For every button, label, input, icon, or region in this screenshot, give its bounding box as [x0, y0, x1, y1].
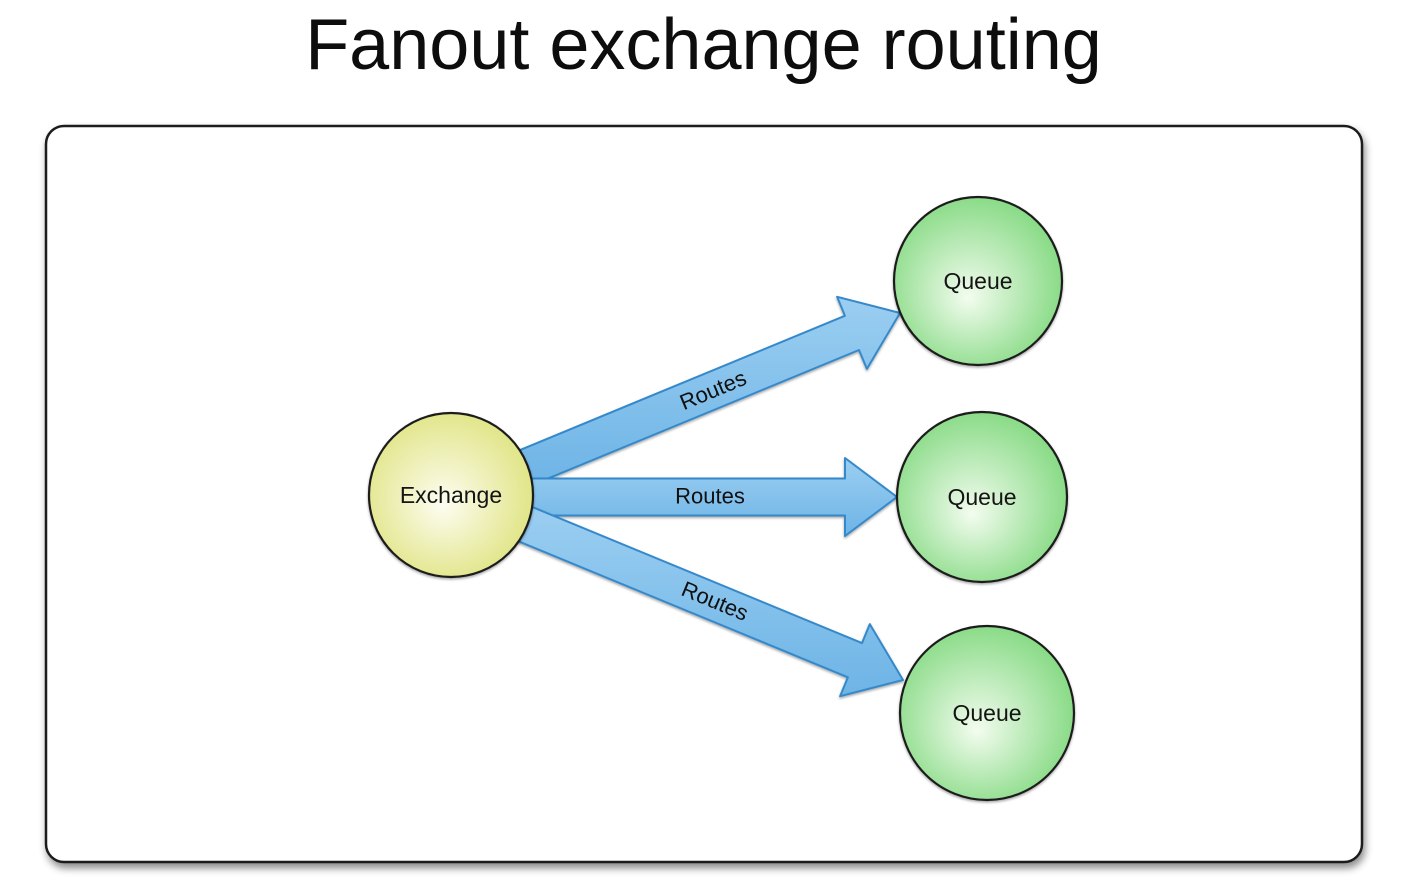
route-arrow-bottom	[516, 505, 904, 698]
route-label-middle: Routes	[675, 484, 745, 509]
exchange-node: Exchange	[367, 411, 535, 579]
queue-label-top: Queue	[943, 268, 1012, 294]
queue-node-bottom: Queue	[898, 624, 1076, 802]
route-arrow-top	[516, 295, 901, 487]
queue-circle-bottom	[898, 624, 1076, 802]
route-arrow-middle	[522, 457, 898, 537]
queue-node-top: Queue	[892, 195, 1064, 367]
exchange-circle	[367, 411, 535, 579]
queue-label-bottom: Queue	[952, 700, 1021, 726]
page-title: Fanout exchange routing	[305, 5, 1102, 85]
queue-node-middle: Queue	[895, 410, 1069, 584]
queue-circle-middle	[895, 410, 1069, 584]
exchange-label: Exchange	[400, 482, 502, 508]
route-arrows	[516, 295, 904, 698]
queue-label-middle: Queue	[947, 484, 1016, 510]
queue-circle-top	[892, 195, 1064, 367]
